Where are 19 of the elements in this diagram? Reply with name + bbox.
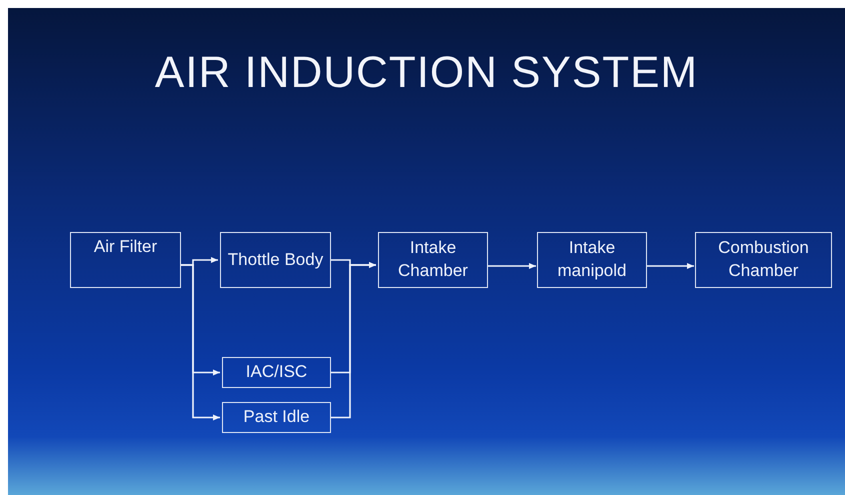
box-label: Intake Chamber bbox=[397, 237, 469, 282]
box-label: IAC/ISC bbox=[246, 361, 308, 384]
slide-title: AIR INDUCTION SYSTEM bbox=[154, 48, 700, 98]
process-box bbox=[70, 232, 181, 288]
process-box bbox=[222, 402, 331, 433]
process-box bbox=[537, 232, 647, 288]
process-box bbox=[695, 232, 832, 288]
arrow bbox=[331, 262, 376, 418]
process-box bbox=[222, 357, 331, 388]
box-label: Thottle Body bbox=[228, 248, 324, 271]
arrow bbox=[488, 263, 536, 269]
process-box bbox=[220, 232, 331, 288]
box-label: Air Filter bbox=[94, 236, 158, 258]
box-label: Intake manipold bbox=[556, 237, 628, 282]
box-label: Combustion Chamber bbox=[717, 237, 810, 282]
arrow bbox=[181, 264, 220, 420]
arrow bbox=[647, 263, 694, 269]
process-box bbox=[378, 232, 488, 288]
box-label: Past Idle bbox=[243, 406, 310, 428]
